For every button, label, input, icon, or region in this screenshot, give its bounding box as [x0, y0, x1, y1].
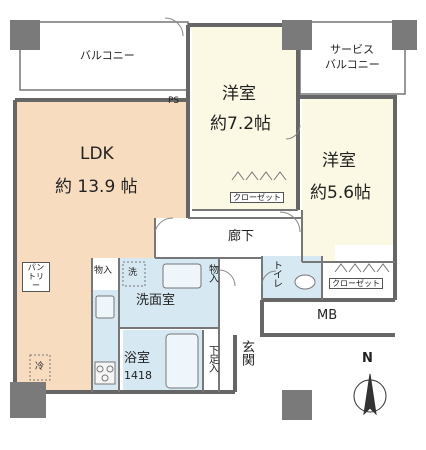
- kitchen-sink: [95, 295, 115, 319]
- closet-1-label: クローゼット: [230, 192, 284, 204]
- western-room-2-floor: [302, 97, 395, 262]
- fridge-space: [29, 354, 51, 381]
- ldk-floor: [15, 100, 188, 392]
- bath-size: 1418: [124, 369, 152, 382]
- western-room-2-size: 約5.6帖: [310, 183, 372, 203]
- western-room-1-floor: [192, 25, 298, 210]
- closet-doors: [231, 171, 390, 273]
- storage-2-label: 物入: [206, 264, 218, 282]
- interior-walls: [91, 209, 395, 392]
- bath-name: 浴室: [124, 351, 151, 366]
- service-balcony-label-2: バルコニー: [325, 58, 380, 71]
- corridor-label: 廊下: [228, 229, 255, 244]
- toilet-label: トイレ: [270, 260, 282, 287]
- western-room-1-size: 約7.2帖: [210, 114, 272, 134]
- western-room-1-name: 洋室: [222, 84, 256, 104]
- walls: [13, 23, 397, 394]
- shoe-storage-label: 下足入: [206, 345, 218, 372]
- pantry-label: パントリー: [22, 262, 50, 292]
- toilet-bowl: [294, 274, 316, 290]
- service-balcony-label-1: サービス: [330, 43, 374, 56]
- sink: [162, 263, 202, 289]
- washer-space: [122, 261, 146, 287]
- meter-box-label: MB: [317, 308, 338, 323]
- burner-3: [101, 374, 109, 382]
- washroom-label: 洗面室: [136, 293, 176, 308]
- ldk-name: LDK: [80, 144, 114, 164]
- ldk-size: 約 13.9 帖: [55, 177, 138, 197]
- entrance-label: 玄関: [238, 340, 254, 366]
- balcony-label: バルコニー: [80, 49, 135, 62]
- pillars: [10, 20, 417, 420]
- compass: [353, 373, 387, 416]
- door-swings: [154, 17, 301, 287]
- bathtub: [165, 333, 199, 389]
- compass-north-label: N: [362, 351, 373, 366]
- closet-2-label: クローゼット: [329, 278, 383, 290]
- stove: [94, 361, 116, 385]
- burner-1: [96, 365, 104, 373]
- storage-1-label: 物入: [94, 266, 113, 276]
- burner-2: [106, 365, 114, 373]
- pipe-space-label: PS: [168, 96, 180, 106]
- washer-label: 洗: [128, 268, 138, 278]
- fridge-label: 冷: [35, 362, 45, 372]
- western-room-2-name: 洋室: [322, 151, 356, 171]
